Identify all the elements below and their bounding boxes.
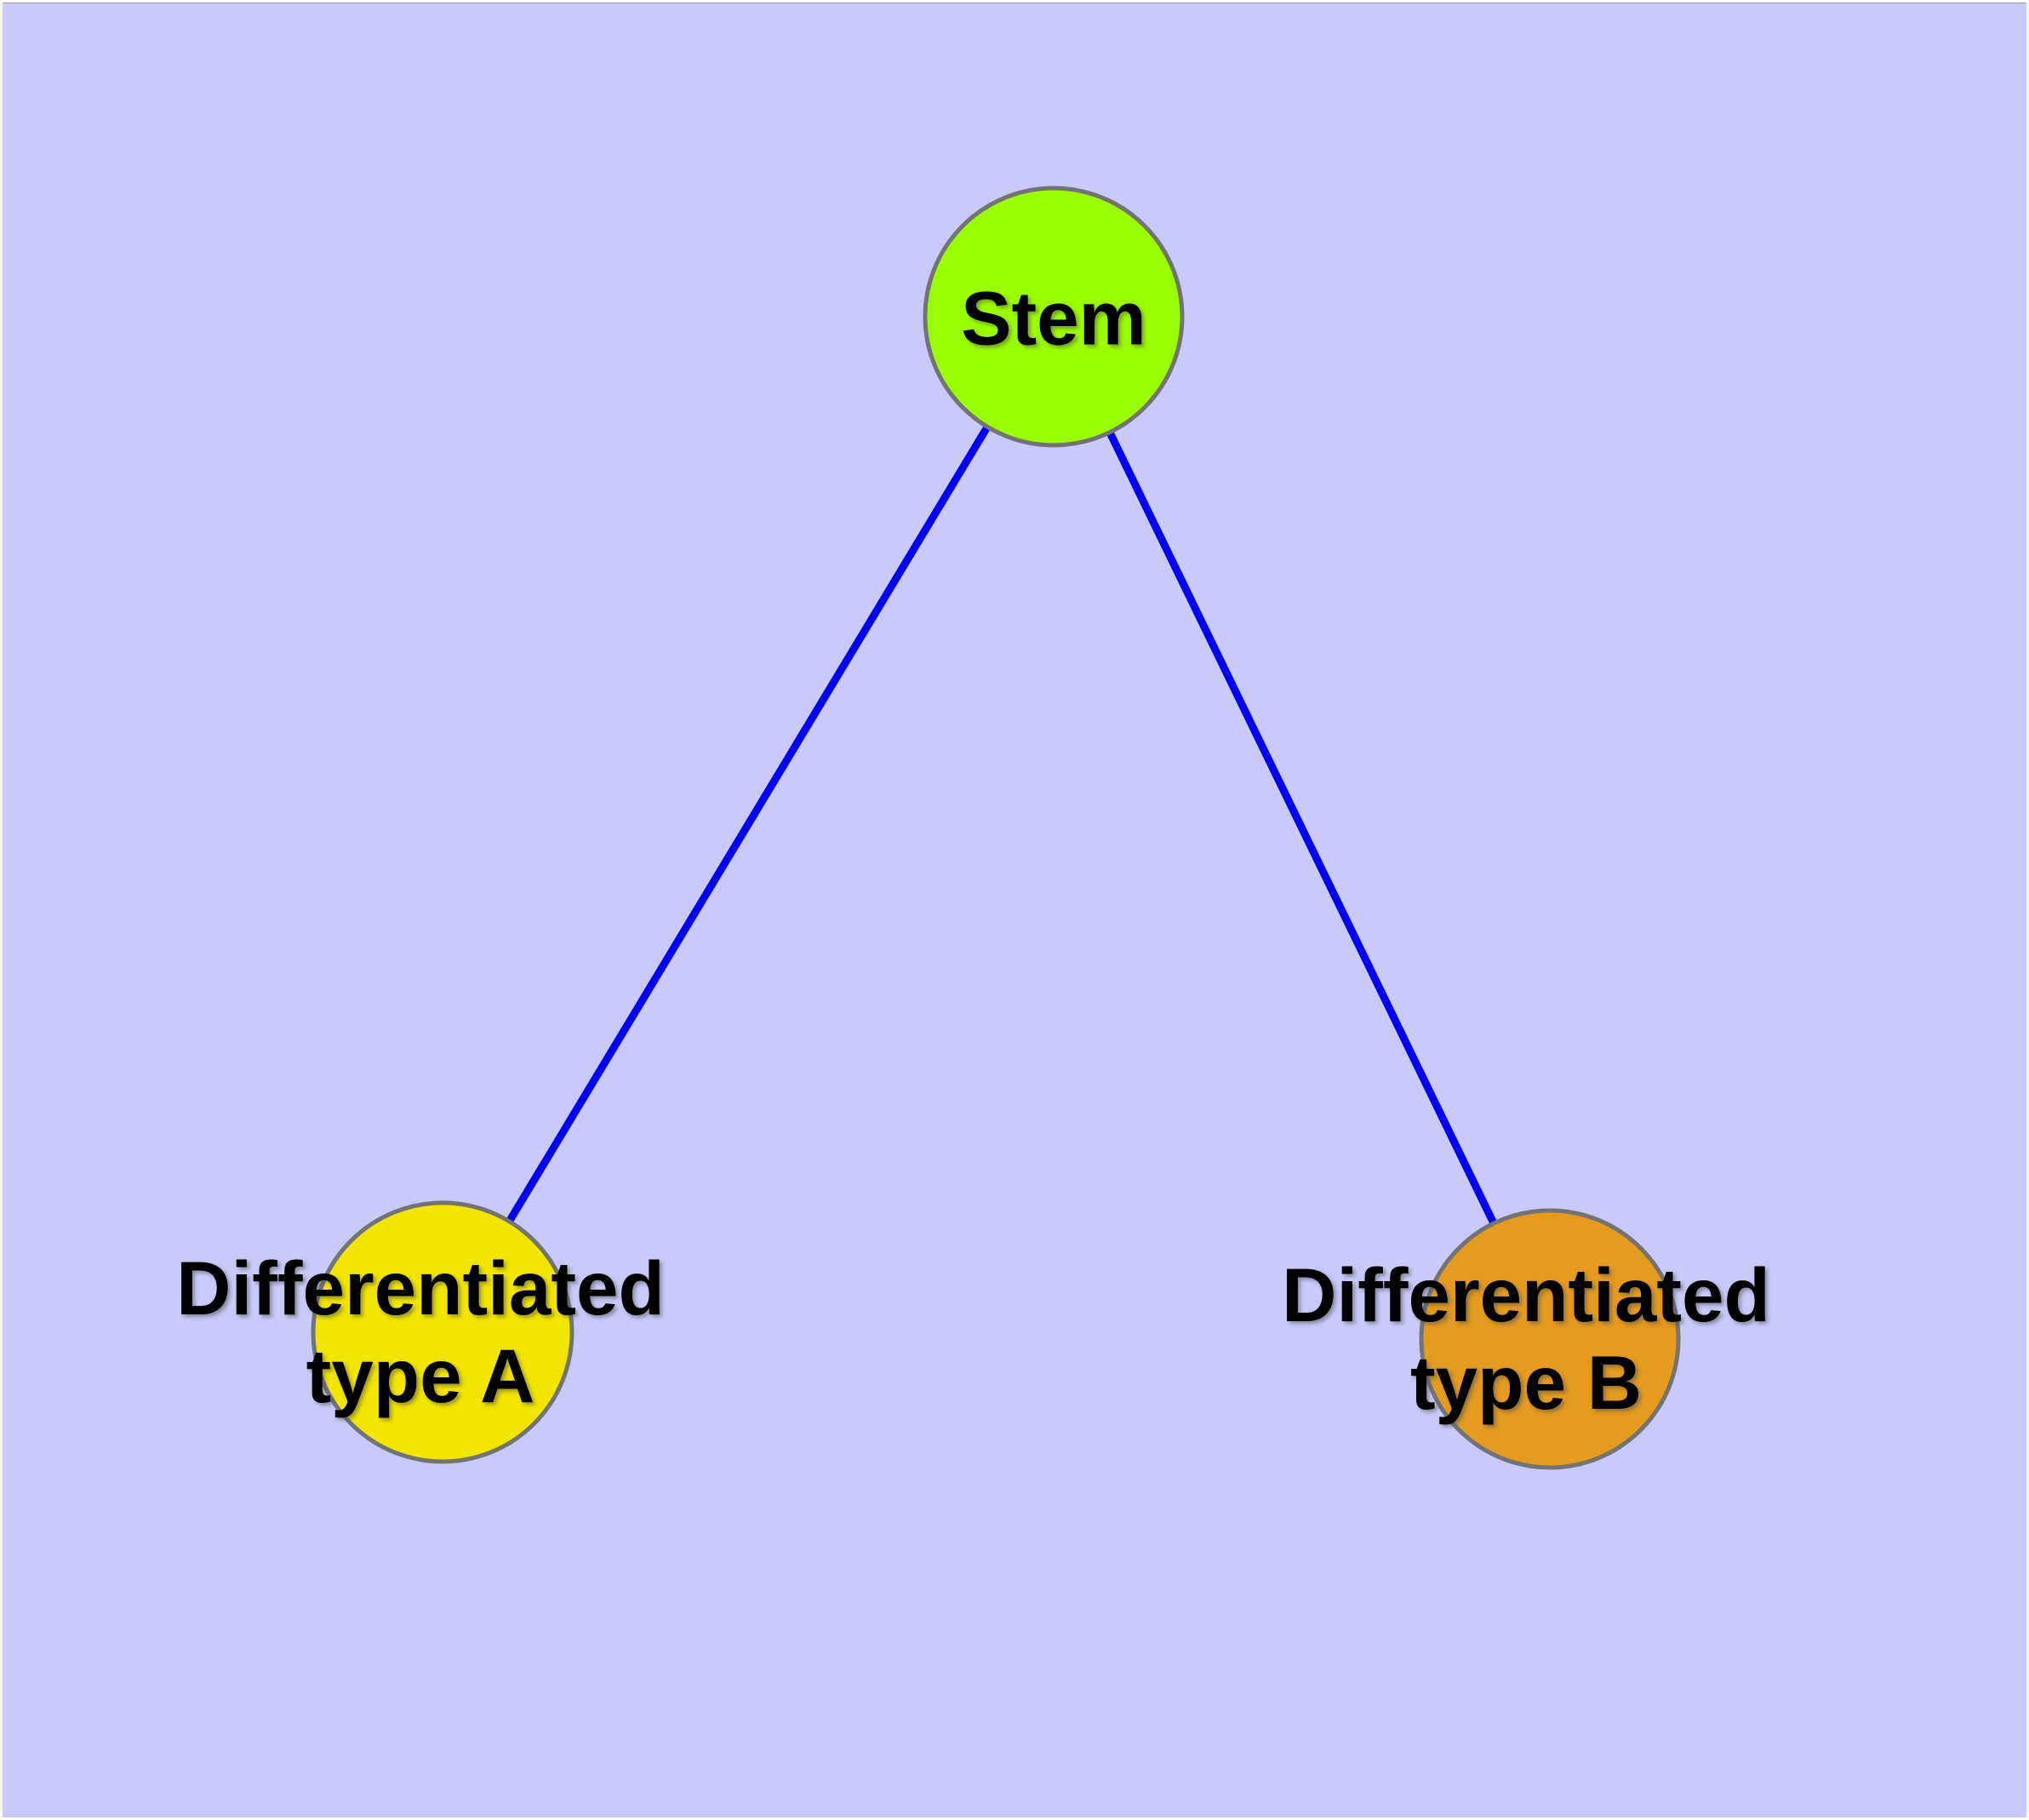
node-circle-typeA xyxy=(311,1200,574,1464)
edge-stem-typeA xyxy=(439,314,1057,1335)
node-label-line: Differentiated xyxy=(1282,1252,1770,1337)
edge-stem-typeB xyxy=(1049,315,1554,1341)
node-label-line: Stem xyxy=(961,275,1146,361)
node-circle-typeB xyxy=(1419,1208,1681,1470)
node-circle-stem xyxy=(923,186,1185,448)
node-label-line: type B xyxy=(1409,1340,1642,1425)
node-label-stem: Stem xyxy=(961,275,1146,363)
nodes-layer xyxy=(311,186,1681,1470)
node-label-line: type A xyxy=(306,1333,535,1418)
edges-layer xyxy=(439,314,1554,1341)
node-label-line: Differentiated xyxy=(176,1245,665,1331)
